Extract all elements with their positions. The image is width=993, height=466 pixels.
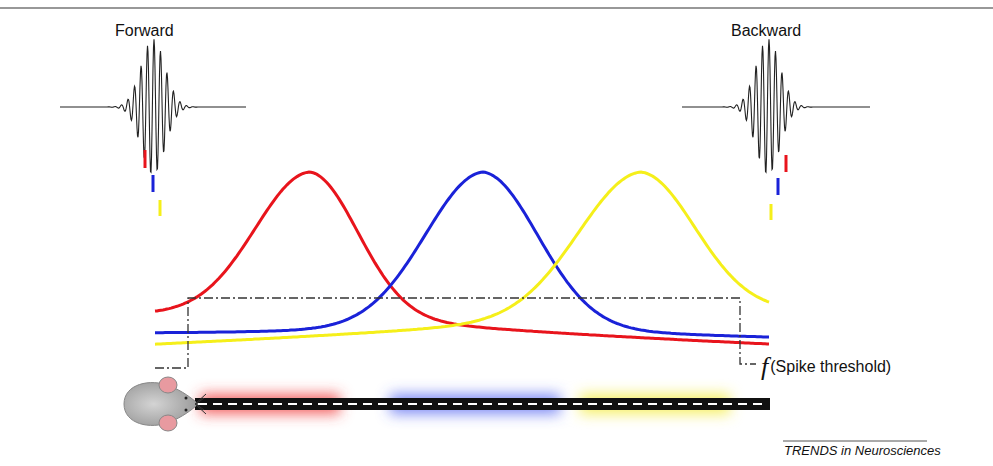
threshold-label: (Spike threshold) [770, 358, 891, 376]
place-field-curve [155, 172, 769, 344]
top-rule [0, 7, 993, 8]
track-dashes [198, 403, 768, 405]
ripple-wave [682, 39, 870, 172]
mouse [124, 377, 206, 431]
wave-label: Forward [115, 22, 174, 40]
journal-credit: TRENDS in Neurosciences [784, 443, 941, 458]
spike-ticks [145, 150, 786, 220]
ripple-wave [60, 39, 246, 172]
wave-label: Backward [731, 22, 801, 40]
track [195, 398, 770, 410]
threshold-line [155, 298, 756, 368]
place-field-curve [155, 172, 769, 337]
threshold-symbol: f [761, 352, 768, 382]
ripple-waveforms [60, 39, 870, 172]
place-fields [155, 172, 769, 344]
journal-rule [783, 441, 927, 442]
place-field-curve [155, 172, 769, 344]
